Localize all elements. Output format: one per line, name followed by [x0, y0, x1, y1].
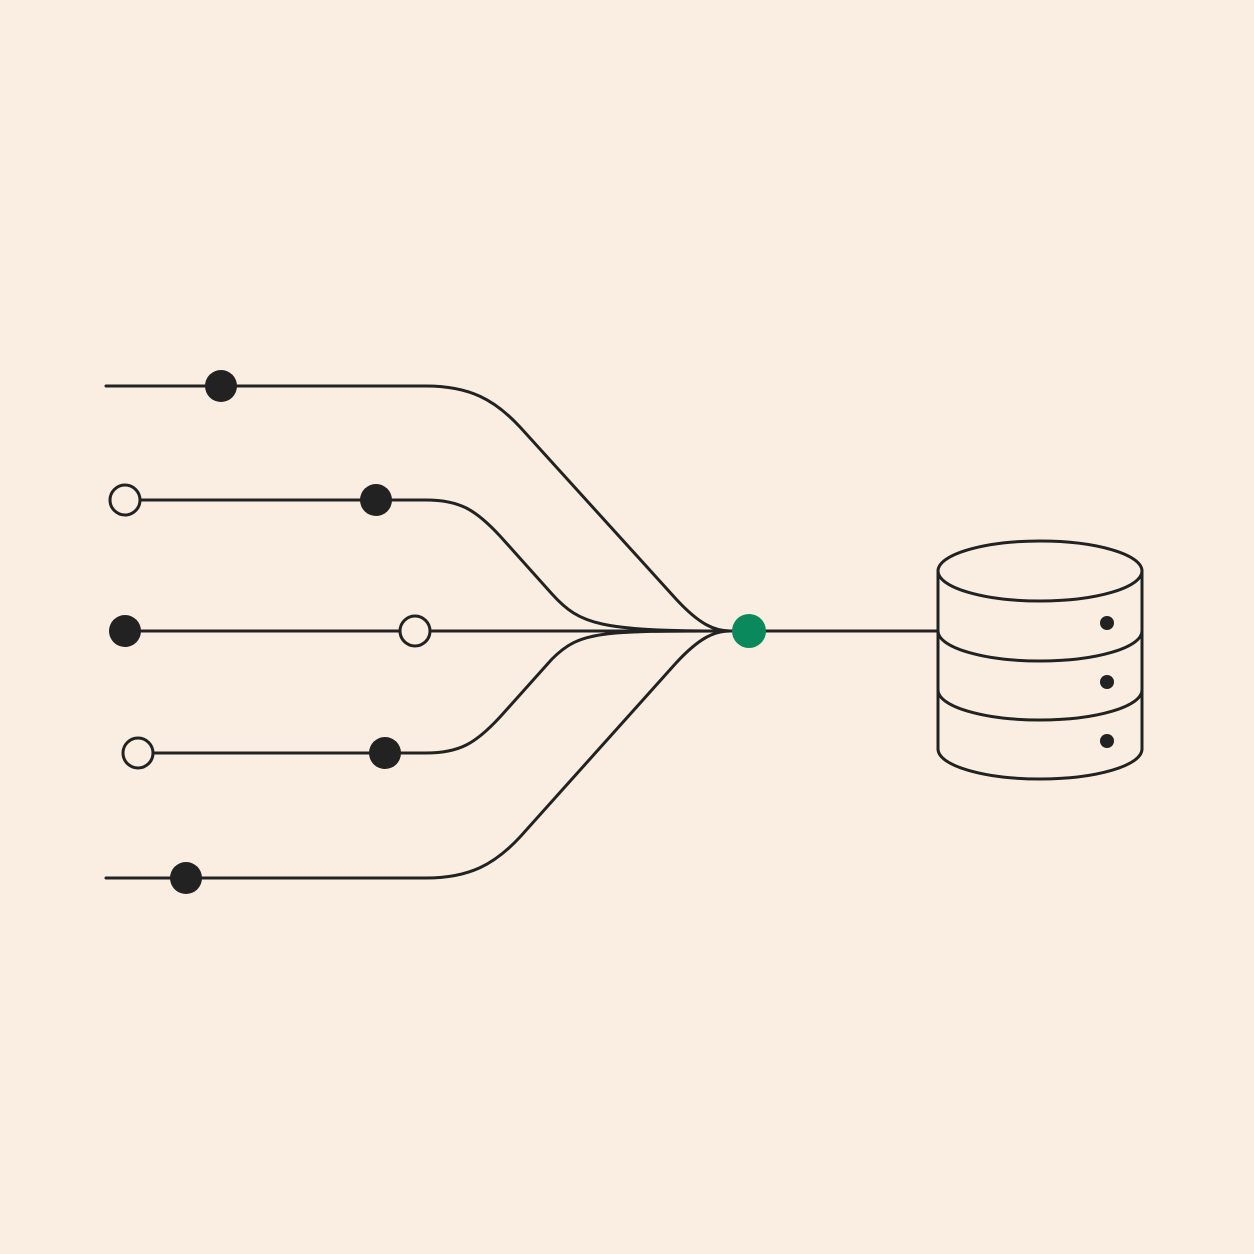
merge-node — [732, 614, 766, 648]
node-hollow — [108, 483, 142, 517]
database-divider-2 — [936, 688, 1144, 722]
database-top — [936, 539, 1144, 603]
line-input-5 — [104, 629, 732, 880]
node-filled — [205, 370, 237, 402]
line-input-2 — [123, 498, 732, 633]
node-filled — [369, 737, 401, 769]
node-filled — [170, 862, 202, 894]
node-hollow — [398, 614, 432, 648]
database-indicator-dot — [1100, 675, 1114, 689]
line-input-1 — [104, 384, 732, 633]
database-indicator-dot — [1100, 616, 1114, 630]
node-hollow — [121, 736, 155, 770]
database-indicator-dot — [1100, 734, 1114, 748]
node-filled — [109, 615, 141, 647]
input-markers — [108, 370, 432, 894]
database-divider-1 — [936, 629, 1144, 663]
line-input-4 — [136, 629, 732, 755]
connector-lines — [104, 384, 940, 880]
node-filled — [360, 484, 392, 516]
database-icon — [936, 539, 1144, 781]
database-body — [936, 569, 1144, 781]
